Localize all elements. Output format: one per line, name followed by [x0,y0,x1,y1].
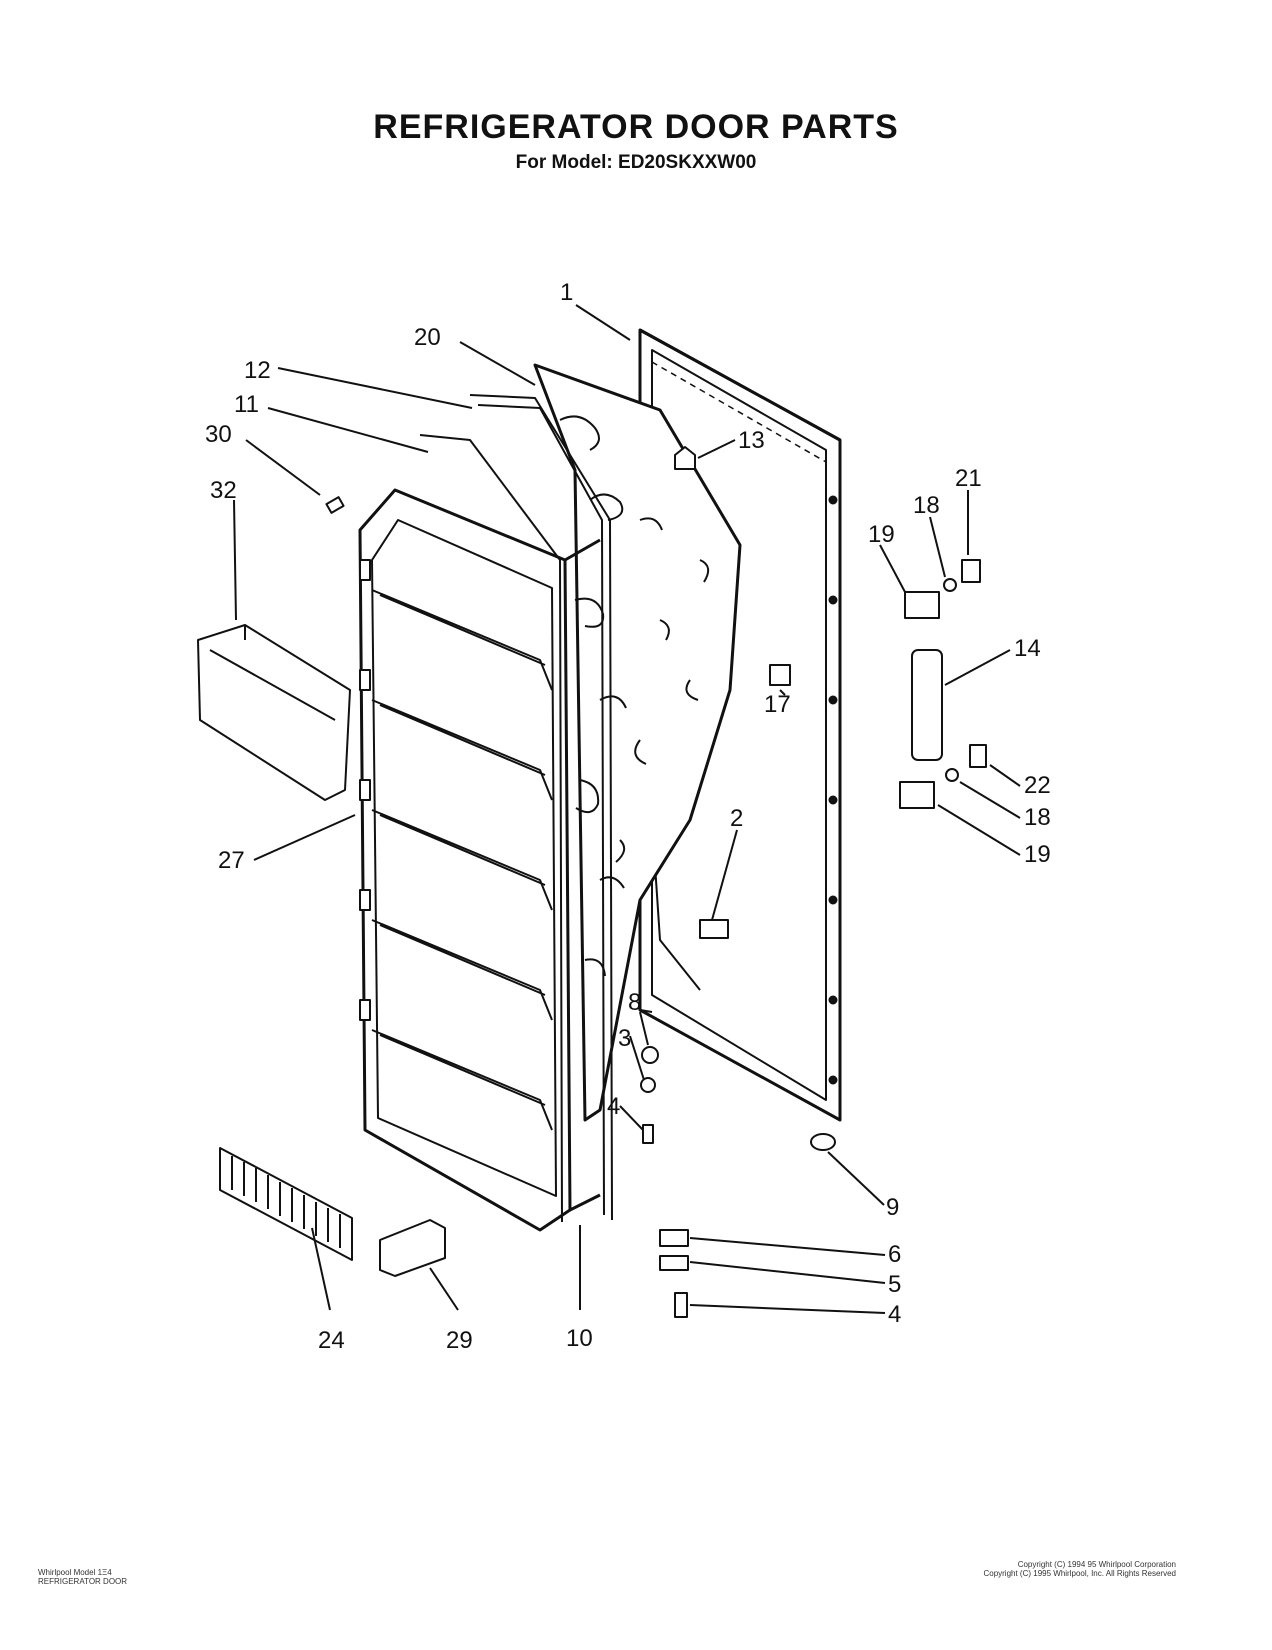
door-liner [358,488,601,1232]
callout-27: 27 [218,847,245,874]
callout-22: 22 [1024,772,1051,799]
callout-17: 17 [764,691,791,718]
callout-3: 3 [618,1025,631,1052]
callout-24: 24 [318,1327,345,1354]
footer-left: Whirlpool Model 1Ξ4 REFRIGERATOR DOOR [38,1568,127,1586]
callout-14: 14 [1014,635,1041,662]
callout-5: 5 [888,1271,901,1298]
callout-10: 10 [566,1325,593,1352]
callout-4-lower: 4 [888,1301,901,1328]
small-parts [197,446,987,1318]
footer-right-line1: Copyright (C) 1994 95 Whirlpool Corporat… [1017,1560,1176,1569]
callout-labels: 1 20 12 11 30 32 13 21 18 19 14 17 22 18… [205,279,1051,1354]
callout-18-lower: 18 [1024,804,1051,831]
callout-8: 8 [628,989,641,1016]
callout-4-upper: 4 [607,1093,620,1120]
callout-29: 29 [446,1327,473,1354]
footer-left-line2: REFRIGERATOR DOOR [38,1577,128,1586]
footer-right: Copyright (C) 1994 95 Whirlpool Corporat… [983,1560,1176,1578]
callout-19-lower: 19 [1024,841,1051,868]
callout-19-upper: 19 [868,521,895,548]
door-gasket [419,394,613,1223]
footer-left-line1: Whirlpool Model 1Ξ4 [38,1568,112,1577]
callout-18-upper: 18 [913,492,940,519]
callout-20: 20 [414,324,441,351]
callout-9: 9 [886,1194,899,1221]
footer-right-line2: Copyright (C) 1995 Whirlpool, Inc. All R… [983,1569,1176,1578]
model-subtitle: For Model: ED20SKXXW00 [515,152,757,173]
callout-32: 32 [210,477,237,504]
callout-21: 21 [955,465,982,492]
page-title: REFRIGERATOR DOOR PARTS [373,108,899,146]
callout-13: 13 [738,427,765,454]
callout-12: 12 [244,357,271,384]
leader-lines [233,304,1021,1314]
callout-6: 6 [888,1241,901,1268]
callout-2: 2 [730,805,743,832]
callout-11: 11 [234,391,259,418]
callout-30: 30 [205,421,232,448]
callout-1: 1 [560,279,573,306]
